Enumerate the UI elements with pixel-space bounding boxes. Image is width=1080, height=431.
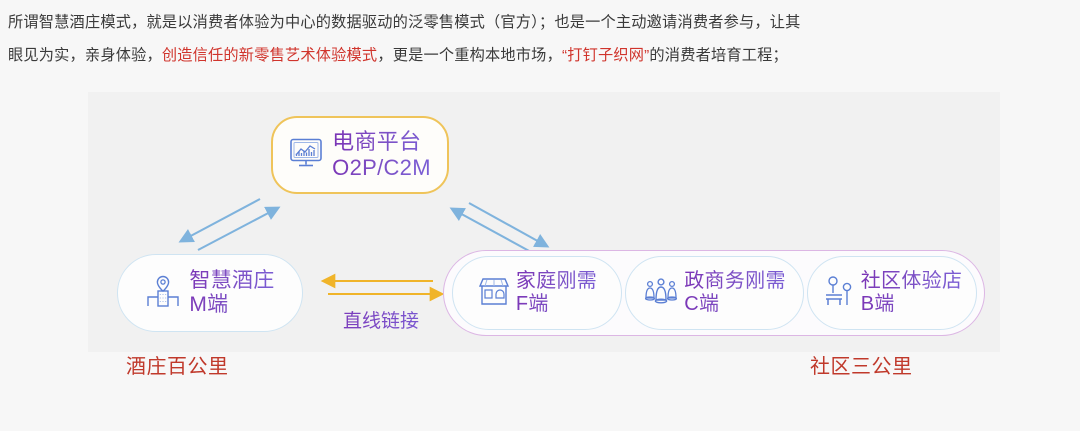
node-left-line1: 智慧酒庄	[189, 268, 275, 292]
intro-highlight-2: “打钉子织网”	[561, 47, 650, 64]
node-b-line1: 社区体验店	[860, 269, 963, 292]
straight-link-label: 直线链接	[320, 306, 442, 333]
node-b-line2: B端	[860, 293, 895, 315]
caption-winery-hundred-km: 酒庄百公里	[126, 356, 229, 378]
intro-highlight-1: 创造信任的新零售艺术体验模式	[161, 47, 378, 64]
intro-line2-text-a: 眼见为实，亲身体验，	[8, 47, 162, 64]
node-government-business-demand-label: 政商务刚需 C端	[684, 270, 786, 316]
node-top-line2: O2P/C2M	[332, 155, 431, 180]
connector-straight-link	[320, 273, 445, 302]
node-f-line2: F端	[515, 293, 549, 315]
node-c-line1: 政商务刚需	[684, 269, 786, 292]
node-smart-winery[interactable]: 智慧酒庄 M端	[117, 254, 303, 332]
intro-line2-text-b: ，更是一个重构本地市场，	[377, 47, 562, 64]
building-location-icon	[145, 274, 181, 313]
diagram-connectors	[178, 198, 550, 302]
node-top-line1: 电商平台	[332, 129, 422, 155]
node-family-demand-label: 家庭刚需 F端	[516, 270, 597, 316]
monitor-chart-icon	[289, 137, 323, 174]
node-family-demand[interactable]: 家庭刚需 F端	[452, 256, 622, 330]
node-ecommerce-platform[interactable]: 电商平台 O2P/C2M	[271, 116, 449, 194]
node-smart-winery-label: 智慧酒庄 M端	[189, 269, 274, 318]
connector-left-pair	[178, 198, 281, 251]
diagram-canvas: 电商平台 O2P/C2M	[88, 92, 1000, 352]
node-community-experience-store[interactable]: 社区体验店 B端	[807, 256, 977, 330]
node-ecommerce-platform-label: 电商平台 O2P/C2M	[332, 129, 431, 180]
node-f-line1: 家庭刚需	[515, 269, 598, 292]
node-community-experience-store-label: 社区体验店 B端	[861, 270, 963, 316]
park-bench-tree-icon	[822, 275, 856, 312]
node-left-line2: M端	[189, 293, 229, 316]
diagram-panel: 电商平台 O2P/C2M	[88, 92, 1000, 352]
node-c-line2: C端	[684, 293, 720, 315]
storefront-icon	[477, 276, 511, 311]
caption-community-three-km: 社区三公里	[810, 356, 913, 378]
people-group-icon	[643, 276, 679, 311]
intro-line1-text: 所谓智慧酒庄模式，就是以消费者体验为中心的数据驱动的泛零售模式（官方）；也是一个…	[8, 14, 801, 31]
intro-line-2: 眼见为实，亲身体验，创造信任的新零售艺术体验模式，更是一个重构本地市场，“打钉子…	[8, 39, 1072, 72]
intro-line2-text-c: 的消费者培育工程；	[649, 47, 788, 64]
connector-right-pair	[449, 202, 550, 253]
node-government-business-demand[interactable]: 政商务刚需 C端	[625, 256, 804, 330]
intro-line-1: 所谓智慧酒庄模式，就是以消费者体验为中心的数据驱动的泛零售模式（官方）；也是一个…	[8, 6, 1072, 39]
intro-paragraph: 所谓智慧酒庄模式，就是以消费者体验为中心的数据驱动的泛零售模式（官方）；也是一个…	[8, 6, 1072, 72]
